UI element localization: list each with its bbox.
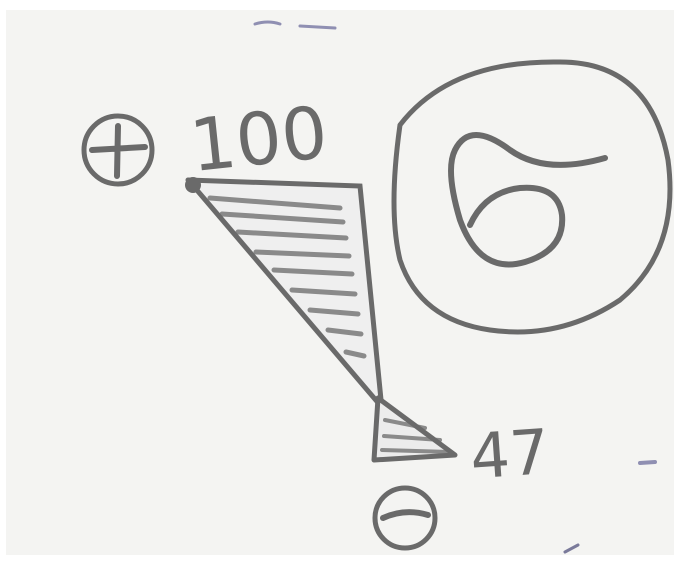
shaded-triangle-upper	[185, 177, 382, 410]
top-value-label: 100	[186, 90, 331, 188]
shaded-triangle-lower	[374, 398, 455, 460]
circled-six-icon	[394, 62, 670, 332]
right-edge-mark	[640, 462, 655, 463]
bottom-value-label: 47	[468, 415, 552, 493]
bottom-edge-mark	[565, 545, 578, 552]
circled-minus-icon	[375, 488, 435, 548]
top-scribble-mark	[255, 22, 335, 28]
circled-plus-icon	[84, 116, 152, 184]
